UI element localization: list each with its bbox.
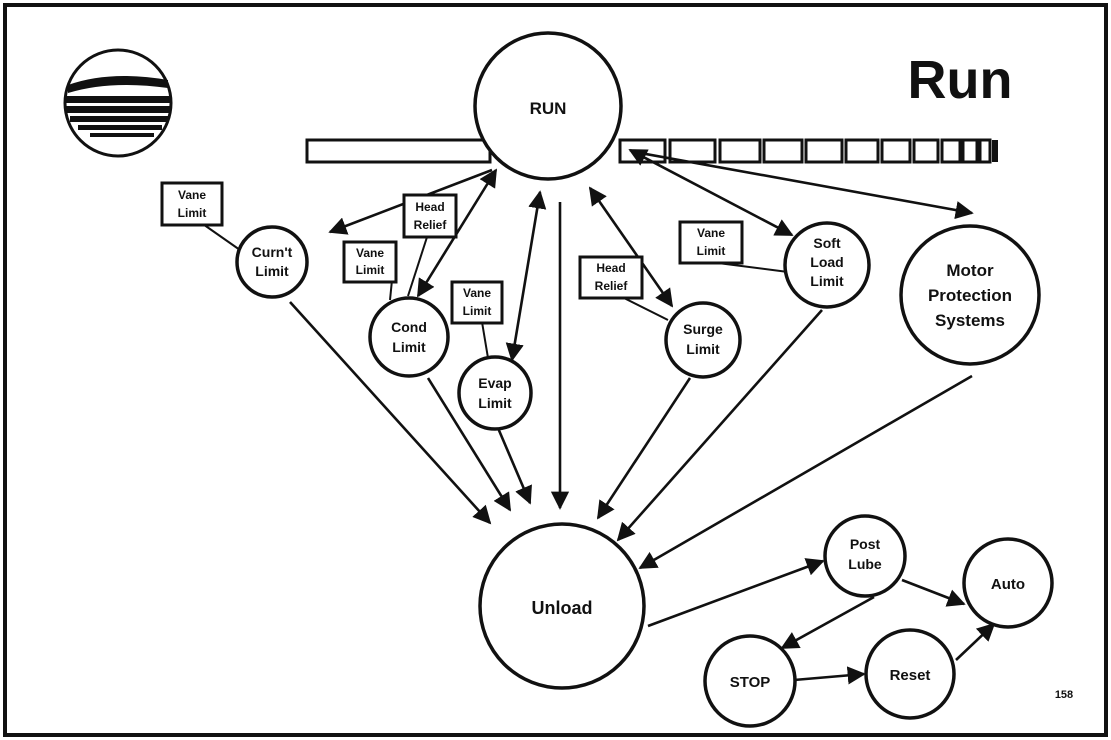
page-title: Run [908,50,1013,110]
node-surge-limit: Surge Limit [664,301,742,379]
tie-head-cond [407,233,429,297]
node-cond-limit: Cond Limit [368,296,450,378]
box-vane-soft-line1: Vane [697,226,725,240]
edge-evap-to-unload [496,427,532,505]
cond-limit-line1: Cond [391,319,427,335]
edge-soft-to-unload [616,309,823,542]
box-head-cond-line1: Head [415,200,444,214]
post-lube-line1: Post [850,536,881,552]
node-unload-label: Unload [532,598,593,618]
edges [289,148,996,685]
edge-unload-to-postlube [647,558,825,628]
motor-line2: Protection [928,286,1012,305]
node-reset-label: Reset [890,667,931,684]
box-head-relief-cond: Head Relief [402,193,458,239]
edge-postlube-to-auto [901,578,966,607]
edge-postlube-to-stop [780,595,875,650]
box-head-surge-line2: Relief [595,279,629,293]
surge-limit-line2: Limit [686,341,720,357]
logo [63,48,173,158]
box-vane-limit-cond: Vane Limit [342,240,398,284]
segmented-bar [305,138,998,164]
box-vane-evap-line2: Limit [463,304,492,318]
evap-limit-line1: Evap [478,375,511,391]
tie-vane-curr [199,221,241,251]
node-evap-limit: Evap Limit [457,355,533,431]
box-vane-curr-line2: Limit [178,206,207,220]
motor-line3: Systems [935,311,1005,330]
page-frame [3,3,1108,737]
node-curr-limit: Curn't Limit [235,225,309,299]
node-stop-label: STOP [730,674,771,691]
box-vane-cond-line1: Vane [356,246,384,260]
surge-limit-line1: Surge [683,321,723,337]
tie-vane-evap [481,321,489,359]
cond-limit-line2: Limit [392,339,426,355]
edge-motor-to-unload [638,374,973,570]
box-head-surge-line1: Head [596,261,625,275]
node-auto: Auto [962,537,1054,629]
post-lube-line2: Lube [848,556,882,572]
box-vane-cond-line2: Limit [356,263,385,277]
page-number: 158 [1055,689,1073,701]
node-post-lube: Post Lube [823,514,907,598]
motor-line1: Motor [946,261,994,280]
edge-evap-run [505,190,547,362]
edge-cond-to-unload [426,377,512,512]
edge-soft-run [628,148,794,237]
edge-surge-to-unload [596,377,692,520]
edge-curr-to-unload [289,301,492,525]
soft-line1: Soft [813,235,841,251]
node-soft-load-limit: Soft Load Limit [783,221,871,309]
box-vane-evap-line1: Vane [463,286,491,300]
box-head-relief-surge: Head Relief [578,255,644,300]
edge-surge-run [588,186,674,308]
node-unload: Unload [478,522,646,690]
box-head-cond-line2: Relief [414,218,448,232]
curr-limit-line1: Curn't [252,244,293,260]
soft-line3: Limit [810,273,844,289]
soft-line2: Load [810,254,843,270]
box-vane-soft-line2: Limit [697,244,726,258]
node-reset: Reset [864,628,956,720]
box-vane-limit-soft: Vane Limit [678,220,744,265]
box-vane-limit-curr: Vane Limit [160,181,224,227]
node-run: RUN [473,31,623,181]
node-auto-label: Auto [991,576,1025,593]
node-stop: STOP [703,634,797,728]
edge-reset-to-auto [955,622,996,661]
box-vane-limit-evap: Vane Limit [450,280,504,325]
evap-limit-line2: Limit [478,395,512,411]
tie-head-surge [619,295,669,321]
edge-run-to-motor [634,150,974,220]
curr-limit-line2: Limit [255,263,289,279]
edge-stop-to-reset [793,666,866,685]
box-vane-curr-line1: Vane [178,188,206,202]
node-run-label: RUN [530,99,567,118]
node-motor-protection: Motor Protection Systems [899,224,1041,366]
